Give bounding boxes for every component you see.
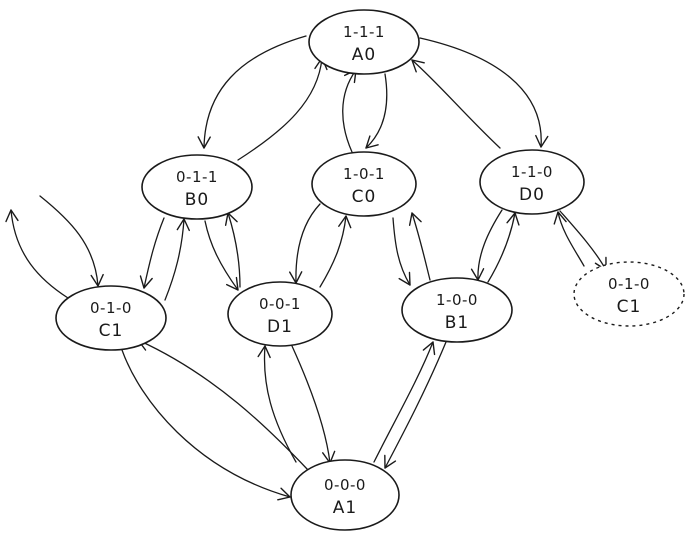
state-node-d0: 1-1-0D0 <box>479 149 585 215</box>
state-node-code: 0-0-1 <box>259 295 301 313</box>
edge-c1-to-offscreen <box>5 209 69 299</box>
edge-d0-to-a0 <box>411 59 501 149</box>
edge-b1-to-d0 <box>487 212 520 283</box>
state-node-code: 0-1-1 <box>176 168 218 186</box>
edge-b1-to-c0 <box>408 212 431 281</box>
edge-d0-to-c1b <box>559 210 607 271</box>
state-node-label: A0 <box>352 45 376 65</box>
state-node-ellipse <box>479 149 585 215</box>
edge-b0-to-d1 <box>204 220 239 291</box>
state-node-code: 0-1-0 <box>90 299 132 317</box>
edge-a1-to-b1 <box>373 341 436 463</box>
edge-c0-to-a0 <box>342 69 357 153</box>
state-node-ellipse <box>311 151 417 217</box>
edge-a1-to-c1 <box>137 338 309 471</box>
state-node-ellipse <box>227 281 333 347</box>
state-node-ellipse <box>55 285 167 351</box>
edge-a0-to-d0 <box>419 37 549 148</box>
state-node-b0: 0-1-1B0 <box>141 154 253 220</box>
state-node-label: D0 <box>519 185 545 205</box>
state-node-label: C1 <box>617 297 642 317</box>
state-node-b1: 1-0-0B1 <box>401 277 513 343</box>
state-node-code: 1-1-0 <box>511 163 553 181</box>
edge-c0-to-b1 <box>392 217 411 286</box>
edge-c0-to-d1 <box>289 203 321 284</box>
state-node-code: 1-1-1 <box>343 23 385 41</box>
state-node-label: C1 <box>99 321 124 341</box>
state-node-ellipse <box>290 459 400 531</box>
edge-a0-to-c0 <box>365 73 388 149</box>
edge-d1-to-a1 <box>291 345 336 464</box>
edge-c1-to-b0 <box>164 218 190 301</box>
edge-b0-to-a0 <box>237 57 328 161</box>
edge-b1-to-a1 <box>384 341 447 469</box>
state-node-ellipse <box>308 9 420 75</box>
state-node-code: 0-1-0 <box>608 275 650 293</box>
state-node-label: B1 <box>445 313 469 333</box>
state-node-c0: 1-0-1C0 <box>311 151 417 217</box>
state-node-ellipse <box>573 261 685 327</box>
state-node-ellipse <box>141 154 253 220</box>
state-node-c1b: 0-1-0C1 <box>573 261 685 327</box>
state-node-code: 0-0-0 <box>324 476 366 494</box>
state-node-d1: 0-0-1D1 <box>227 281 333 347</box>
edge-a0-to-b0 <box>197 35 307 149</box>
state-node-a0: 1-1-1A0 <box>308 9 420 75</box>
state-node-code: 1-0-0 <box>436 291 478 309</box>
edge-c1b-to-d0 <box>553 211 585 267</box>
edges-layer <box>5 35 607 501</box>
state-node-label: D1 <box>267 317 293 337</box>
edge-offscreen-to-c1 <box>39 195 104 287</box>
edge-c1-to-a1 <box>121 349 291 501</box>
nodes-layer: 1-1-1A00-1-1B01-0-1C01-1-0D00-1-0C10-0-1… <box>55 9 685 531</box>
edge-d1-to-b0 <box>224 212 241 288</box>
edge-d1-to-c0 <box>319 215 352 288</box>
state-node-c1: 0-1-0C1 <box>55 285 167 351</box>
edge-d0-to-b1 <box>470 209 503 281</box>
state-node-label: A1 <box>333 498 357 518</box>
state-node-label: C0 <box>352 187 377 207</box>
edge-b0-to-c1 <box>139 217 165 289</box>
state-node-a1: 0-0-0A1 <box>290 459 400 531</box>
edge-a1-to-d1 <box>257 345 297 463</box>
state-node-label: B0 <box>185 190 209 210</box>
state-node-code: 1-0-1 <box>343 165 385 183</box>
state-node-ellipse <box>401 277 513 343</box>
